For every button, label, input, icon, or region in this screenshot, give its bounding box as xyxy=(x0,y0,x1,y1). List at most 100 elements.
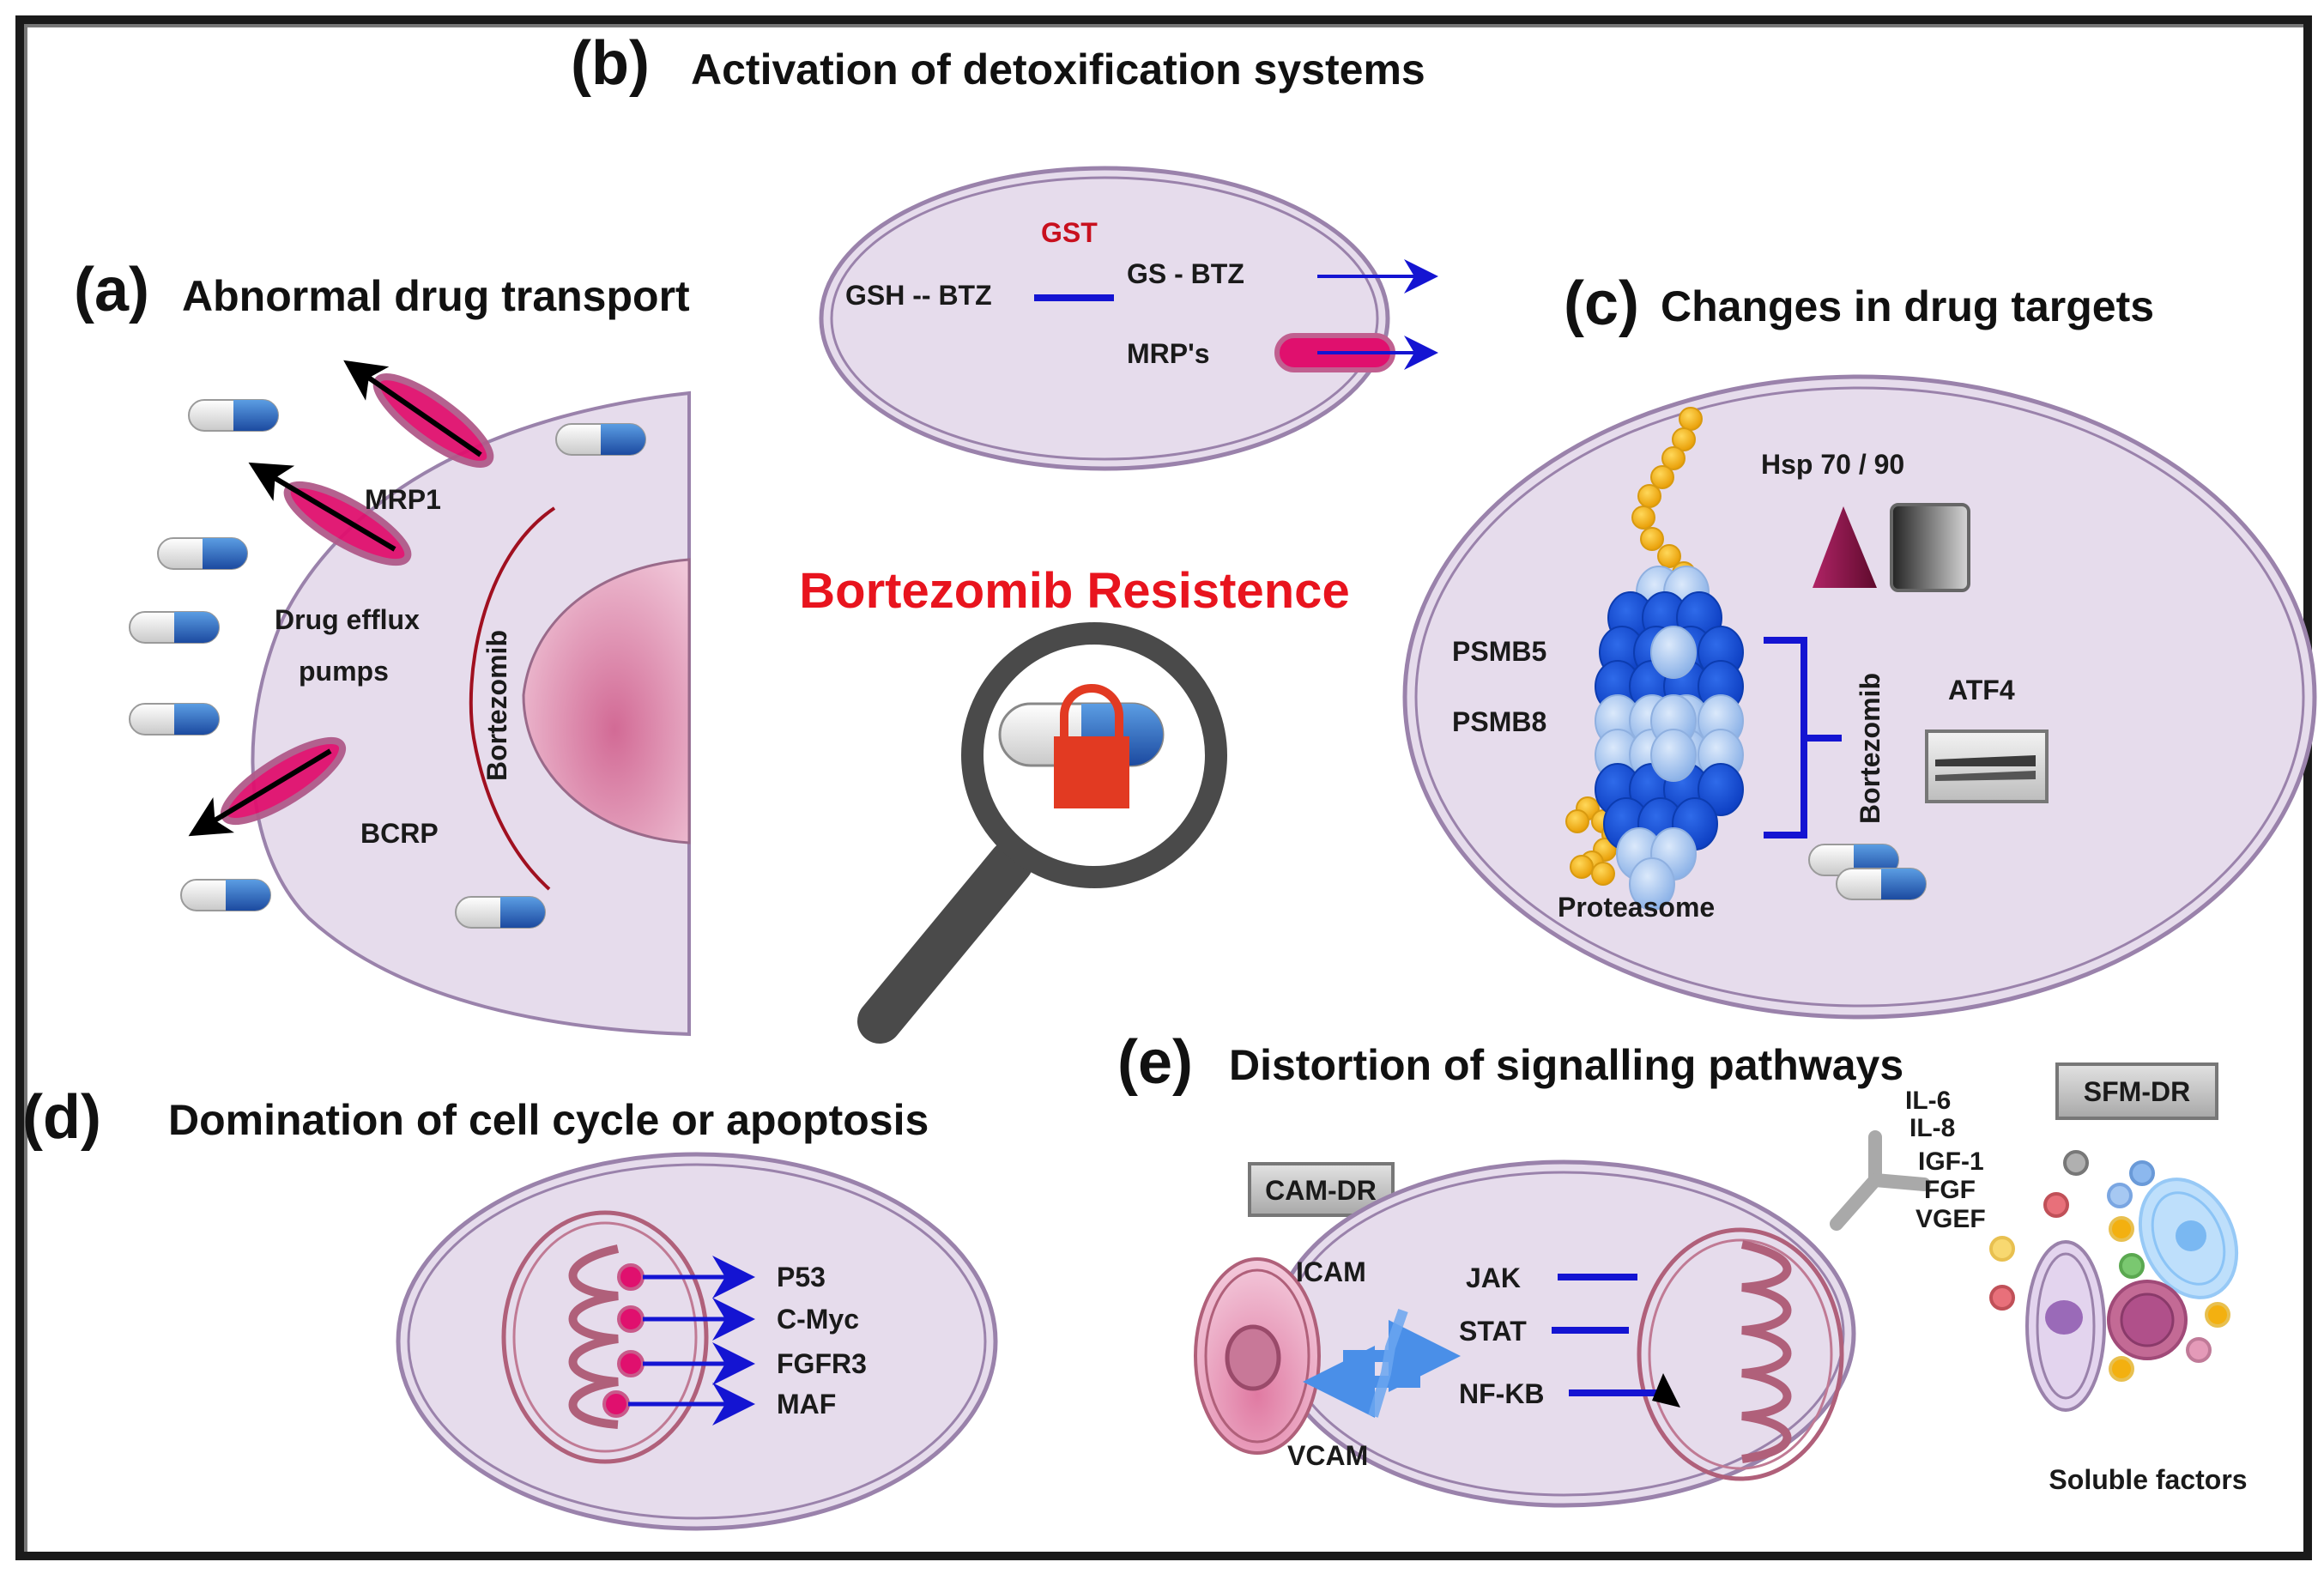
panel-a-letter: (a) xyxy=(74,256,149,324)
label-psmb8: PSMB8 xyxy=(1452,706,1546,737)
label-pumps: pumps xyxy=(299,656,389,687)
cytokine-receptor-icon xyxy=(1830,1130,1931,1231)
soluble-factor-dot xyxy=(2043,1192,2069,1218)
panel-a-title: Abnormal drug transport xyxy=(182,272,690,320)
panel-c-title: Changes in drug targets xyxy=(1661,282,2154,330)
target-label: MAF xyxy=(777,1389,836,1420)
target-label: P53 xyxy=(777,1262,826,1292)
label-bortezomib-c: Bortezomib xyxy=(1855,673,1885,824)
panel-b-title: Activation of detoxification systems xyxy=(691,45,1425,94)
efflux-pump-2 xyxy=(248,462,412,566)
pathway-row: JAK xyxy=(1466,1262,1637,1293)
pill-icon xyxy=(555,423,646,456)
atf4-gel-icon xyxy=(1925,729,2049,803)
soluble-factor-dot xyxy=(1989,1285,2015,1311)
soluble-factor-dot xyxy=(2063,1150,2089,1176)
adhesion-arrows xyxy=(1303,1309,1461,1418)
gene-locus-dot xyxy=(617,1263,645,1291)
pill-icon xyxy=(129,703,220,736)
center-resistance: Bortezomib Resistence xyxy=(799,563,1350,1044)
nucleus-d-inner xyxy=(512,1221,698,1453)
stromal-cell-blue-nucleus xyxy=(2176,1220,2206,1251)
gene-locus-dot xyxy=(617,1305,645,1333)
panel-d-letter: (d) xyxy=(22,1083,101,1152)
label-icam: ICAM xyxy=(1296,1256,1366,1287)
label-soluble-factors: Soluble factors xyxy=(2049,1464,2247,1495)
label-proteasome: Proteasome xyxy=(1558,892,1715,923)
cytokine-label: FGF xyxy=(1924,1176,1976,1204)
cytokine-label: IL-8 xyxy=(1909,1114,1955,1142)
ubiquitin-bead xyxy=(1650,465,1674,489)
chromatin-e xyxy=(1740,1240,1792,1463)
label-gs-btz: GS - BTZ xyxy=(1127,258,1244,289)
cam-dr-label: CAM-DR xyxy=(1265,1175,1377,1206)
panel-d: (d) Domination of cell cycle or apoptosi… xyxy=(22,1083,998,1531)
ubiquitin-bead xyxy=(1672,427,1696,451)
label-mrps: MRP's xyxy=(1127,338,1210,369)
label-hsp: Hsp 70 / 90 xyxy=(1761,449,1904,480)
sfm-dr-label: SFM-DR xyxy=(2084,1076,2190,1107)
efflux-pump-1 xyxy=(343,360,494,468)
label-gst: GST xyxy=(1041,217,1098,248)
target-row: C-Myc xyxy=(617,1298,859,1341)
panel-e: (e) Distortion of signalling pathways CA… xyxy=(1117,1028,2248,1508)
adhesion-cell-nucleus xyxy=(1225,1324,1281,1391)
pathway-label: STAT xyxy=(1459,1316,1527,1347)
nucleus-e-inner xyxy=(1648,1238,1833,1470)
panel-e-letter: (e) xyxy=(1117,1028,1193,1097)
soluble-factor-dot xyxy=(2205,1302,2230,1328)
label-psmb5: PSMB5 xyxy=(1452,636,1546,667)
panel-b: (b) Activation of detoxification systems… xyxy=(571,29,1438,471)
cell-b-outer xyxy=(819,166,1390,471)
sfm-dr-badge xyxy=(2055,1062,2218,1120)
soluble-factor-dot xyxy=(2186,1337,2212,1363)
ubiquitin-bead xyxy=(1591,862,1615,886)
svg-text:(a): (a) xyxy=(74,256,149,324)
label-atf4: ATF4 xyxy=(1948,675,2015,705)
magnifier-lock-pill-icon xyxy=(857,622,1227,1044)
pathway-row: NF-KB xyxy=(1459,1378,1665,1409)
label-mrp1: MRP1 xyxy=(365,484,441,515)
gene-locus-dot xyxy=(617,1350,645,1377)
panel-c-letter: (c) xyxy=(1564,269,1639,338)
proteasome-icon xyxy=(1595,566,1744,911)
cytokine-label: IGF-1 xyxy=(1918,1147,1984,1176)
target-label: C-Myc xyxy=(777,1304,859,1335)
chromatin-d xyxy=(568,1244,620,1429)
pill-icon xyxy=(1836,868,1927,900)
panel-a: (a) Abnormal drug transport Bortezomib M… xyxy=(74,256,691,1037)
ubiquitin-bead xyxy=(1570,855,1594,879)
proteasome-subunit xyxy=(1629,857,1675,911)
label-bcrp: BCRP xyxy=(360,818,439,849)
ubiquitin-bead xyxy=(1661,446,1686,470)
ubiquitin-bead xyxy=(1657,544,1681,568)
stromal-cell-purple-inner xyxy=(2036,1252,2096,1400)
target-label: FGFR3 xyxy=(777,1348,867,1379)
cytokine-label: VGEF xyxy=(1915,1205,1986,1233)
pathway-row: STAT xyxy=(1459,1316,1629,1347)
proteasome-subunit xyxy=(1698,763,1744,816)
center-title: Bortezomib Resistence xyxy=(799,563,1349,619)
nf-kb-activation-arrowhead xyxy=(1652,1373,1680,1408)
stromal-cell-blue-inner xyxy=(2151,1191,2226,1286)
target-row: P53 xyxy=(617,1256,826,1299)
bortezomib-barrier-arc xyxy=(469,506,556,891)
hsp70-icon xyxy=(1813,506,1877,588)
ubiquitin-bead xyxy=(1640,527,1664,551)
bortezomib-bracket xyxy=(1764,637,1842,838)
soluble-factor-dot xyxy=(2107,1183,2133,1208)
stromal-cell-purple-nucleus xyxy=(2045,1300,2083,1335)
cell-d-inner xyxy=(407,1163,987,1520)
panel-c: (c) Changes in drug targets PSMB5 PSMB8 … xyxy=(1402,269,2317,1020)
pill-icon xyxy=(455,896,546,929)
label-vcam: VCAM xyxy=(1287,1440,1368,1471)
efflux-pump-3 xyxy=(188,736,347,837)
panel-e-title: Distortion of signalling pathways xyxy=(1229,1041,1903,1089)
cell-b-inner xyxy=(830,176,1379,461)
panel-d-title: Domination of cell cycle or apoptosis xyxy=(168,1096,929,1144)
cell-c-inner xyxy=(1414,386,2305,1008)
label-gsh-btz: GSH -- BTZ xyxy=(845,280,992,311)
pill-icon xyxy=(157,537,248,570)
signalling-pathways: JAK STAT NF-KB xyxy=(1459,1262,1665,1409)
